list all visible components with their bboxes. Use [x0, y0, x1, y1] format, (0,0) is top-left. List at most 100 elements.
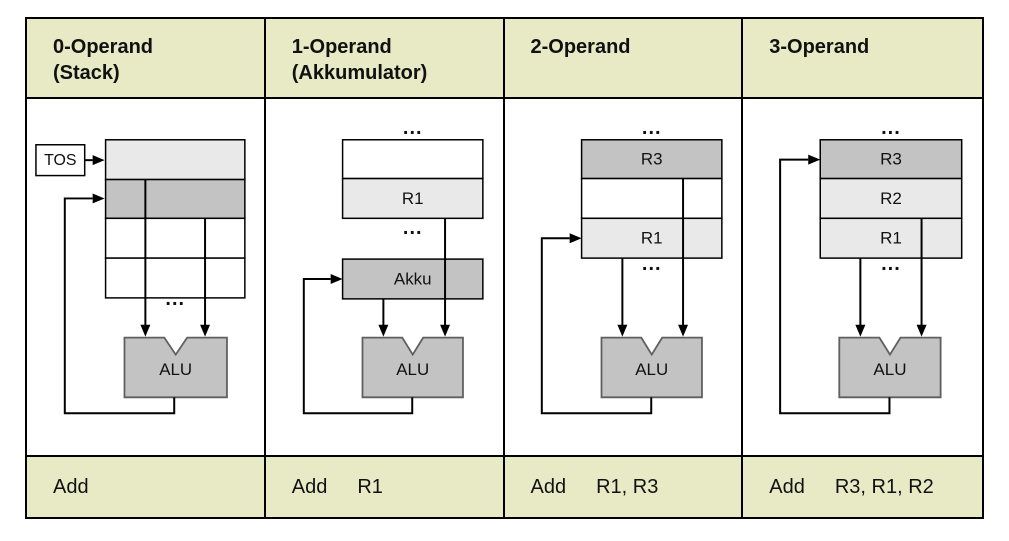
- alu-label: ALU: [159, 360, 192, 379]
- column-title: 0-Operand: [53, 36, 154, 58]
- alu-unit: ALU: [123, 336, 228, 399]
- akku-box: [341, 258, 484, 300]
- register-cell-blank: [341, 139, 484, 180]
- operand-wires: [378, 218, 450, 337]
- right-arrowhead-icon: [677, 324, 688, 337]
- alu-shape: [838, 336, 942, 399]
- writeback-arrowhead-icon: [330, 274, 343, 284]
- register-cell-r1: [341, 177, 484, 220]
- column-subtitle: (Stack): [53, 62, 120, 84]
- writeback-wire: [779, 158, 891, 415]
- writeback-arrowhead-icon: [92, 193, 105, 204]
- stack-register-file: [104, 139, 246, 299]
- header-cell-0-operand: 0-Operand (Stack): [27, 19, 266, 99]
- register-file: R3 R2 R1: [819, 139, 963, 259]
- left-arrowhead-icon: [855, 324, 866, 337]
- instruction-cell-accumulator: Add R1: [265, 457, 505, 517]
- register-cell-r3: [819, 139, 963, 180]
- column-title: 1-Operand: [291, 36, 392, 58]
- writeback-wire: [540, 237, 652, 415]
- writeback-wire: [63, 197, 176, 415]
- stack-cell-third: [104, 217, 246, 259]
- alu-unit: ALU: [838, 336, 942, 399]
- instruction-mnemonic: Add: [769, 475, 805, 498]
- stack-diagram: TOS ... ALU: [35, 139, 246, 415]
- header-cell-3-operand: 3-Operand: [743, 19, 982, 99]
- instruction-mnemonic: Add: [530, 475, 567, 498]
- instruction-operands: R3, R1, R2: [834, 475, 934, 498]
- diagram-cell-2-operand: ... R3 R1 ... ALU: [504, 99, 744, 457]
- r3-label: R3: [640, 150, 662, 169]
- stack-cell-second: [104, 178, 246, 220]
- r1-label: R1: [880, 229, 902, 248]
- column-subtitle: (Akkumulator): [291, 62, 428, 84]
- operand-wires: [616, 178, 688, 337]
- operand-wires: [855, 218, 927, 337]
- alu-shape: [361, 336, 464, 399]
- stack-cell-top: [104, 139, 246, 181]
- left-arrowhead-icon: [616, 324, 627, 337]
- ellipsis-top: ...: [403, 117, 423, 139]
- two-operand-diagram: ... R3 R1 ... ALU: [540, 117, 723, 415]
- isa-comparison-table: 0-Operand (Stack) 1-Operand (Akkumulator…: [25, 17, 984, 519]
- writeback-arrowhead-icon: [569, 233, 582, 244]
- tos-box: [35, 143, 86, 177]
- diagram-cell-stack: TOS ... ALU: [27, 99, 266, 457]
- alu-shape: [600, 336, 703, 399]
- tos-arrowhead-icon: [92, 155, 105, 166]
- ellipsis-bottom: ...: [641, 253, 661, 275]
- diagram-cell-3-operand: ... R3 R2 R1 ... AL: [743, 99, 982, 457]
- register-file: R1: [341, 139, 484, 220]
- ellipsis-bottom: ...: [165, 288, 185, 310]
- ellipsis-bottom: ...: [881, 253, 901, 275]
- right-arrowhead-icon: [439, 324, 450, 337]
- r3-label: R3: [880, 150, 902, 169]
- instruction-cell-2-operand: Add R1, R3: [504, 457, 744, 517]
- writeback-arrowhead-icon: [808, 154, 821, 165]
- instruction-operands: R1: [357, 475, 383, 498]
- register-file: R3 R1: [580, 139, 723, 259]
- instruction-mnemonic: Add: [291, 475, 328, 498]
- register-cell-r2: [819, 177, 963, 220]
- header-cell-2-operand: 2-Operand: [504, 19, 744, 99]
- alu-unit: ALU: [361, 336, 464, 399]
- three-operand-diagram: ... R3 R2 R1 ... AL: [779, 117, 963, 415]
- r1-label: R1: [402, 189, 424, 208]
- r1-label: R1: [640, 229, 662, 248]
- operand-wires: [140, 179, 211, 337]
- writeback-loop: [63, 193, 176, 415]
- register-cell-r1: [819, 217, 963, 259]
- alu-shape: [123, 336, 228, 399]
- accumulator-diagram: ... R1 ... Akku: [302, 117, 484, 415]
- right-arrowhead-icon: [200, 324, 211, 337]
- akku-label: Akku: [394, 269, 432, 288]
- instruction-mnemonic: Add: [53, 475, 89, 498]
- writeback-loop: [540, 233, 652, 415]
- right-arrowhead-icon: [916, 324, 927, 337]
- alu-label: ALU: [874, 360, 907, 379]
- alu-label: ALU: [635, 360, 668, 379]
- writeback-loop: [779, 154, 891, 415]
- tos-pointer: TOS: [35, 143, 105, 177]
- register-cell-blank: [580, 177, 723, 220]
- column-title: 3-Operand: [769, 36, 870, 58]
- register-cell-r1: [580, 217, 723, 259]
- column-title: 2-Operand: [530, 36, 631, 58]
- left-arrowhead-icon: [140, 324, 151, 337]
- tos-label: TOS: [44, 152, 76, 169]
- left-arrowhead-icon: [378, 324, 389, 337]
- instruction-operands: R1, R3: [596, 475, 659, 498]
- writeback-wire: [302, 277, 413, 415]
- alu-unit: ALU: [600, 336, 703, 399]
- akku-register: Akku: [341, 258, 484, 300]
- instruction-cell-stack: Add: [27, 457, 266, 517]
- instruction-cell-3-operand: Add R3, R1, R2: [743, 457, 982, 517]
- ellipsis-bottom: ...: [403, 217, 423, 239]
- r2-label: R2: [880, 189, 902, 208]
- writeback-loop: [302, 274, 413, 415]
- stack-cell-fourth: [104, 257, 246, 299]
- diagram-cell-accumulator: ... R1 ... Akku: [265, 99, 505, 457]
- register-cell-r3: [580, 139, 723, 180]
- header-cell-1-operand: 1-Operand (Akkumulator): [265, 19, 505, 99]
